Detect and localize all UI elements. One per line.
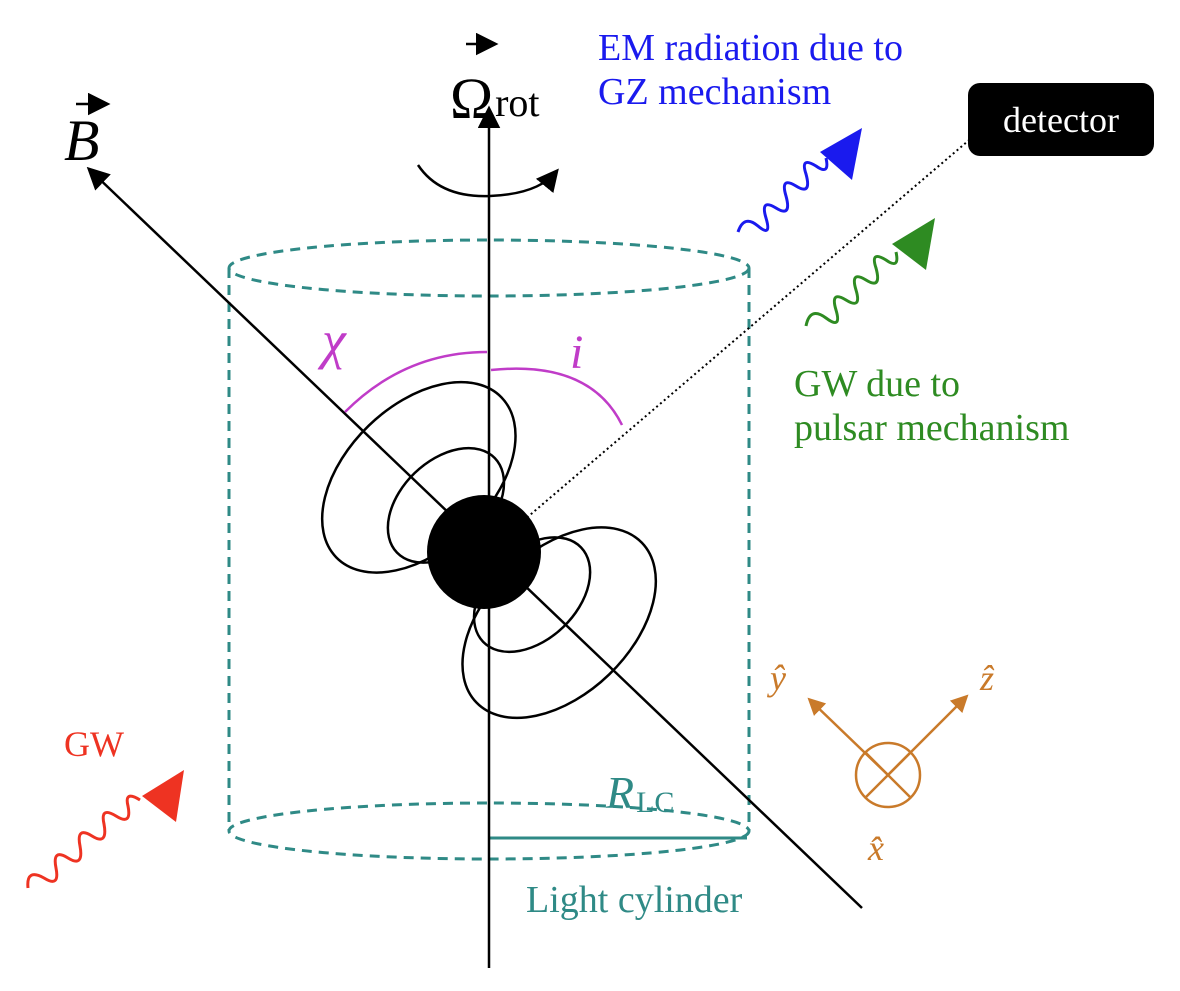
z-hat-label: ẑ [979, 658, 995, 698]
angle-arcs [344, 350, 624, 426]
omega-subscript: rot [495, 80, 539, 125]
omega-label: Ωrot [450, 66, 540, 131]
chi-arc [344, 350, 488, 413]
em-wave-arrowhead [820, 128, 862, 180]
em-label-line2: GZ mechanism [598, 71, 831, 113]
gw-squiggle [26, 794, 141, 889]
gw-pulsar-wave-icon [804, 218, 935, 327]
x-axis-cross-b [865, 752, 911, 798]
r-lc-symbol: R [605, 767, 634, 818]
detector-label: detector [1003, 100, 1119, 140]
gw-pulsar-arrowhead [892, 218, 935, 270]
r-lc-label: RLC [605, 767, 674, 819]
x-axis-into-page [854, 741, 922, 809]
em-radiation-label: EM radiation due to GZ mechanism [598, 27, 912, 113]
inclination-label: i [570, 326, 583, 379]
gw-pulsar-line2: pulsar mechanism [794, 407, 1069, 449]
x-hat-label: x̂ [867, 828, 884, 868]
b-vector-label: B [64, 92, 111, 173]
neutron-star [427, 495, 541, 609]
inclination-arc [490, 367, 624, 426]
gw-label: GW [64, 724, 124, 764]
gw-pulsar-squiggle [804, 251, 899, 327]
detector-box-icon: detector [968, 83, 1154, 156]
rotation-arrow-icon [416, 164, 559, 198]
em-wave-squiggle [736, 157, 829, 233]
gw-arrowhead [142, 770, 184, 822]
light-cylinder-label: Light cylinder [526, 879, 743, 921]
omega-rot-label: Ωrot [450, 32, 540, 131]
detector-box [968, 83, 1154, 156]
gw-pulsar-line1: GW due to [794, 363, 960, 405]
r-lc-subscript: LC [636, 786, 674, 819]
chi-label: χ [317, 310, 347, 370]
y-hat-label: ŷ [767, 658, 786, 698]
gw-wave-icon [26, 770, 184, 889]
gw-pulsar-label: GW due to pulsar mechanism [794, 363, 1069, 449]
line-of-sight [488, 134, 976, 551]
b-label: B [64, 108, 99, 173]
omega-symbol: Ω [450, 66, 493, 131]
em-label-line1: EM radiation due to [598, 27, 903, 69]
axes-triad-icon [807, 694, 969, 809]
em-wave-icon [736, 128, 862, 233]
